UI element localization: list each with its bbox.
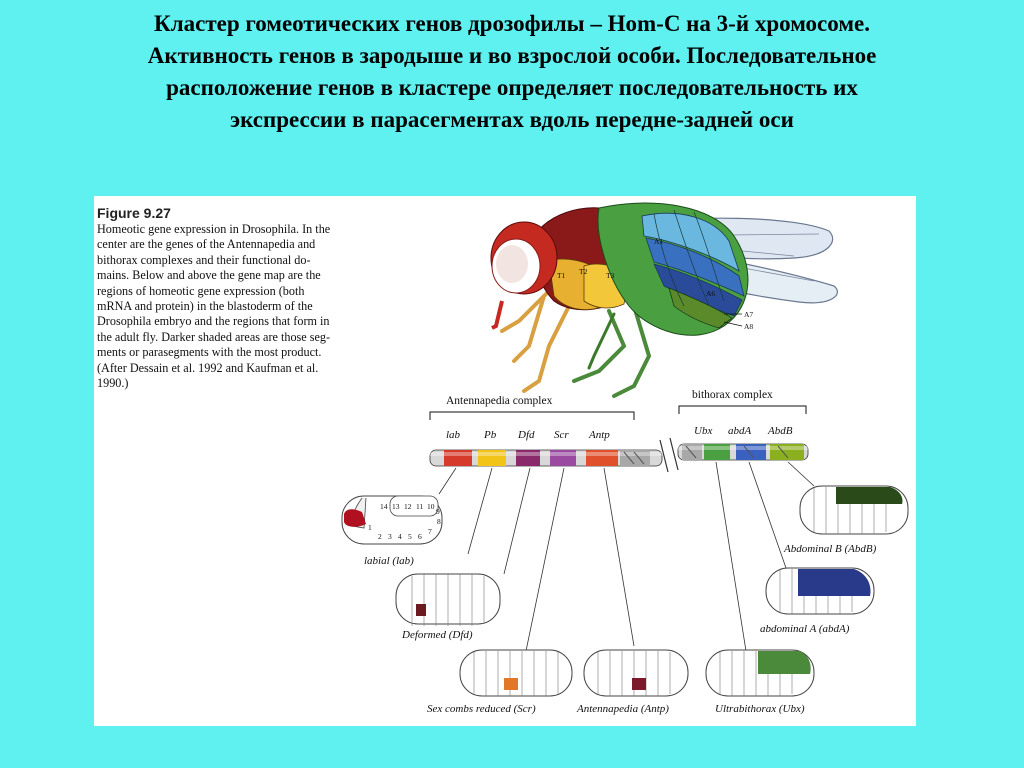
gene-block-abdb: [770, 444, 804, 460]
embryo-deformed: Deformed (Dfd): [395, 573, 501, 641]
embryo-label-antp: Antennapedia (Antp): [576, 703, 669, 715]
embryo-labial: 14 13 12 11 10 9 1 2 3 4 5 6 7 8 labial …: [341, 495, 443, 567]
seg-num-10: 10: [427, 502, 435, 511]
embryo-label-deformed: Deformed (Dfd): [401, 629, 473, 641]
connector-lines: [438, 461, 815, 652]
embryo-ubx: Ultrabithorax (Ubx): [705, 649, 815, 715]
caption-line: mains. Below and above the gene map are …: [97, 268, 321, 283]
embryo-label-scr: Sex combs reduced (Scr): [427, 703, 536, 715]
caption-line: Homeotic gene expression in Drosophila. …: [97, 222, 331, 236]
gene-label-ubx: Ubx: [694, 425, 712, 437]
gene-block-abda: [736, 444, 766, 460]
figure-number: Figure 9.27: [97, 205, 171, 221]
caption-line: 1990.): [97, 376, 129, 391]
bithorax-complex-label: bithorax complex: [692, 389, 773, 401]
gene-label-scr: Scr: [554, 429, 569, 441]
embryo-antp: Antennapedia (Antp): [576, 649, 689, 715]
antennapedia-complex-label: Antennapedia complex: [446, 395, 553, 407]
seg-num-11: 11: [416, 502, 423, 511]
figure-panel: T1 T2 T3 A1 A6 A7 A8 Antennapedia comple…: [94, 196, 916, 726]
gene-block-antp: [586, 450, 618, 466]
gene-label-dfd: Dfd: [517, 429, 535, 441]
seg-num-2: 2: [378, 532, 382, 541]
embryo-label-abdb: Abdominal B (AbdB): [783, 543, 877, 555]
gene-label-pb: Pb: [483, 429, 497, 441]
chromosome-break: [659, 437, 679, 473]
title-line-1: Кластер гомеотических генов дрозофилы – …: [154, 11, 870, 36]
bithorax-bracket: [678, 405, 807, 414]
embryo-scr: Sex combs reduced (Scr): [427, 649, 573, 715]
fly-leg-hind: [572, 304, 652, 398]
title-line-4: экспрессии в парасегментах вдоль передне…: [230, 107, 794, 132]
gene-label-lab: lab: [446, 429, 461, 441]
seg-num-8: 8: [437, 517, 441, 526]
fly-label-a1: A1: [654, 237, 663, 246]
embryo-label-abda: abdominal A (abdA): [760, 623, 850, 635]
gene-block-lab: [444, 450, 472, 466]
seg-num-1: 1: [368, 523, 372, 532]
seg-num-14: 14: [380, 502, 388, 511]
caption-line: center are the genes of the Antennapedia…: [97, 237, 316, 252]
gene-expression-diagram: T1 T2 T3 A1 A6 A7 A8 Antennapedia comple…: [341, 202, 909, 715]
caption-line: the adult fly. Darker shaded areas are t…: [97, 329, 331, 344]
fly-leg-middle: [522, 304, 571, 393]
gene-block-scr: [550, 450, 576, 466]
embryo-abdb: Abdominal B (AbdB): [783, 485, 909, 555]
figure-caption: Figure 9.27 Homeotic gene expression in …: [97, 204, 387, 391]
seg-num-7: 7: [428, 527, 432, 536]
seg-num-6: 6: [418, 532, 422, 541]
fly-label-a8: A8: [744, 322, 753, 331]
fly-label-a6: A6: [706, 289, 715, 298]
gene-label-antp: Antp: [588, 429, 610, 441]
fly-label-t1: T1: [557, 271, 566, 280]
title-line-2: Активность генов в зародыше и во взросло…: [147, 43, 877, 68]
gene-block-dfd: [516, 450, 540, 466]
gene-label-abdb: AbdB: [767, 425, 793, 437]
caption-line: (After Dessain et al. 1992 and Kaufman e…: [97, 360, 319, 375]
gene-block-ubx: [704, 444, 730, 460]
seg-num-5: 5: [408, 532, 412, 541]
fly-illustration: T1 T2 T3 A1 A6 A7 A8: [490, 202, 838, 398]
embryo-label-labial: labial (lab): [364, 555, 414, 567]
seg-num-12: 12: [404, 502, 412, 511]
seg-num-3: 3: [388, 532, 392, 541]
caption-line: mRNA and protein) in the blastoderm of t…: [97, 299, 313, 314]
fly-label-t3: T3: [606, 271, 615, 280]
seg-num-4: 4: [398, 532, 402, 541]
caption-line: Drosophila embryo and the regions that f…: [97, 314, 330, 329]
seg-num-9: 9: [436, 507, 440, 516]
antennapedia-bracket: [429, 411, 635, 420]
embryo-label-ubx: Ultrabithorax (Ubx): [715, 703, 805, 715]
fly-leg-front: [500, 289, 551, 363]
gene-label-abda: abdA: [728, 425, 752, 437]
gene-block-pb: [478, 450, 506, 466]
chromosome: [429, 437, 809, 473]
fly-label-a7: A7: [744, 310, 753, 319]
caption-line: ments or parasegments with the most prod…: [97, 345, 322, 360]
caption-line: regions of homeotic gene expression (bot…: [97, 283, 305, 298]
slide-title: Кластер гомеотических генов дрозофилы – …: [40, 8, 984, 136]
seg-num-13: 13: [392, 502, 400, 511]
fly-label-t2: T2: [579, 267, 588, 276]
caption-line: bithorax complexes and their functional …: [97, 252, 311, 267]
title-line-3: расположение генов в кластере определяет…: [166, 75, 858, 100]
embryo-abda: abdominal A (abdA): [760, 567, 875, 635]
